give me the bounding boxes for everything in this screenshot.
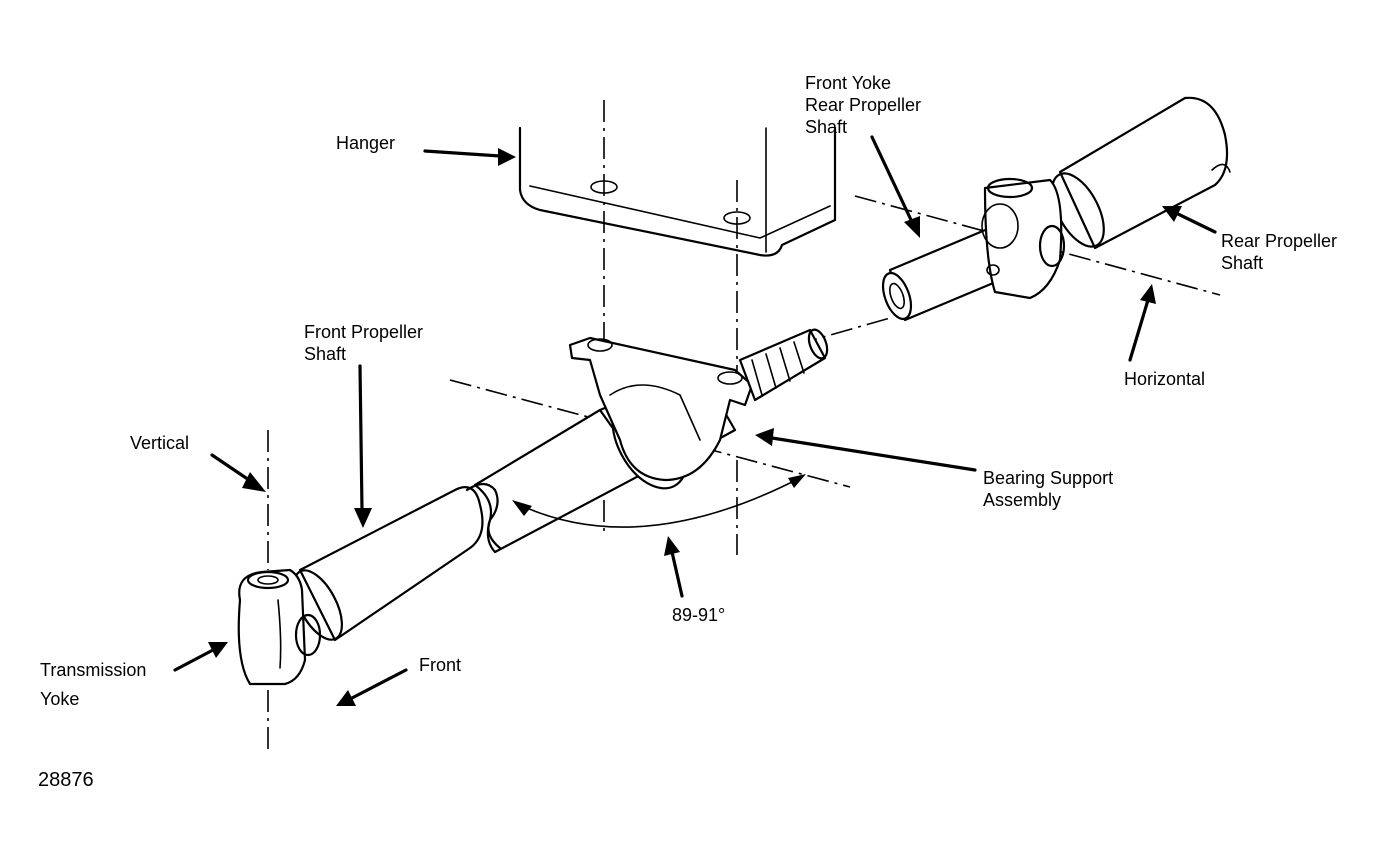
label-yoke: Yoke: [40, 689, 80, 709]
label-angle: 89-91°: [672, 605, 726, 625]
figure-number: 28876: [38, 769, 94, 791]
label-front: Front: [419, 655, 462, 675]
splined-stub: [738, 328, 829, 402]
label-rear-propeller-shaft: Rear Propeller Shaft: [1221, 231, 1338, 273]
angle-arc: [512, 474, 806, 528]
label-front-propeller-shaft: Front Propeller Shaft: [304, 322, 424, 364]
rear-propeller-shaft: [1051, 96, 1231, 250]
label-bearing-support-assembly: Bearing Support Assembly: [983, 468, 1114, 510]
bearing-support-assembly: [568, 336, 754, 482]
transmission-yoke: [237, 568, 322, 686]
leader-arrows: [173, 135, 1217, 706]
front-yoke-rear-shaft: [881, 177, 1066, 322]
label-hanger: Hanger: [336, 133, 396, 153]
label-transmission: Transmission: [40, 660, 147, 680]
label-horizontal: Horizontal: [1124, 369, 1206, 389]
label-front-yoke-rear-propeller-shaft: Front Yoke Rear Propeller Shaft: [805, 73, 922, 137]
label-vertical: Vertical: [130, 433, 190, 453]
hanger-bracket: [518, 126, 837, 257]
